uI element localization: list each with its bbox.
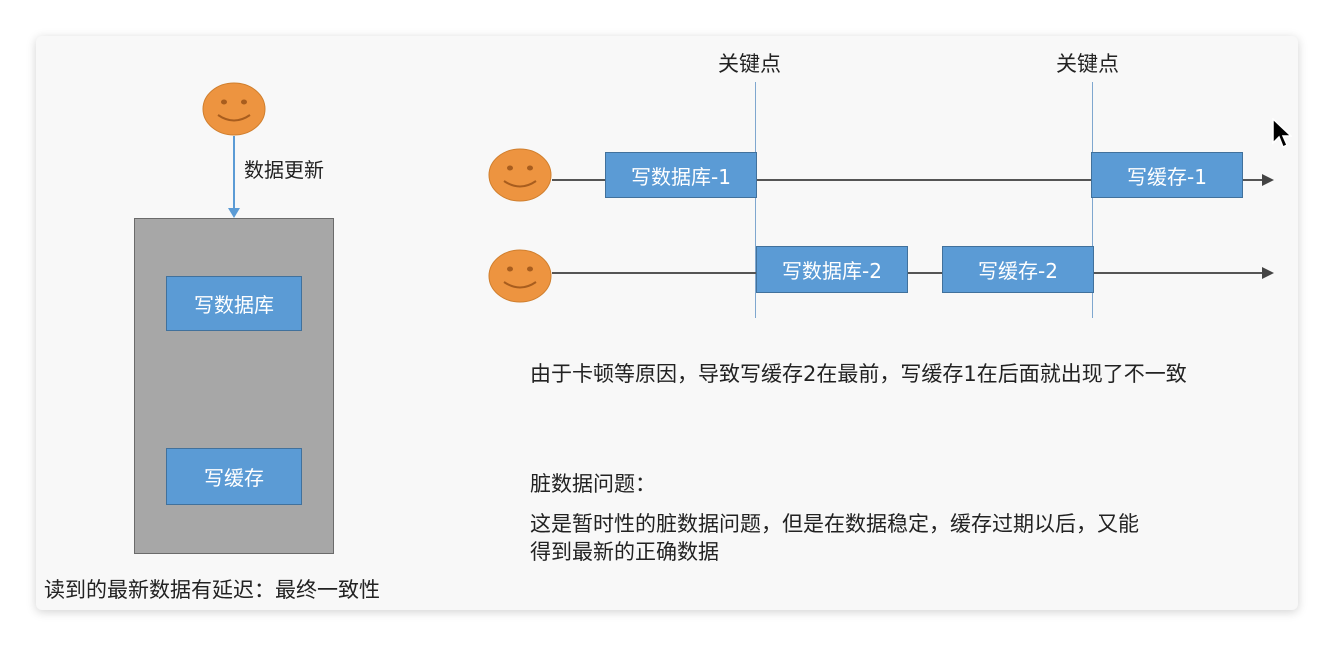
- row2-timeline: [552, 272, 1264, 274]
- row2-write-db-box: 写数据库-2: [756, 246, 908, 293]
- write-db-box: 写数据库: [166, 276, 302, 331]
- key-point-label-2: 关键点: [1056, 52, 1119, 76]
- dirty-data-line-2: 得到最新的正确数据: [530, 540, 719, 564]
- dirty-data-title: 脏数据问题：: [530, 472, 656, 496]
- key-point-line-2: [1092, 82, 1093, 318]
- explanation-text: 由于卡顿等原因，导致写缓存2在最前，写缓存1在后面就出现了不一致: [530, 362, 1187, 386]
- write-cache-box: 写缓存: [166, 448, 302, 505]
- key-point-line-1: [755, 82, 756, 318]
- row2-write-cache-box: 写缓存-2: [942, 246, 1094, 293]
- row1-timeline: [552, 179, 1264, 181]
- update-label: 数据更新: [244, 158, 324, 182]
- update-arrow-line: [233, 136, 235, 210]
- row1-write-db-box: 写数据库-1: [605, 152, 757, 198]
- row2-arrowhead: [1262, 267, 1274, 279]
- left-caption: 读到的最新数据有延迟：最终一致性: [44, 578, 380, 602]
- row1-arrowhead: [1262, 174, 1274, 186]
- mouse-cursor-icon: [1272, 118, 1292, 149]
- smiley-face-icon: [202, 82, 266, 136]
- smiley-face-icon: [488, 148, 552, 202]
- key-point-label-1: 关键点: [718, 52, 781, 76]
- row1-write-cache-box: 写缓存-1: [1091, 152, 1243, 198]
- smiley-face-icon: [488, 249, 552, 303]
- slide: 数据更新 写数据库 写缓存 读到的最新数据有延迟：最终一致性 关键点 关键点 写…: [36, 36, 1298, 610]
- dirty-data-line-1: 这是暂时性的脏数据问题，但是在数据稳定，缓存过期以后，又能: [530, 512, 1139, 536]
- update-arrow-head: [228, 208, 240, 218]
